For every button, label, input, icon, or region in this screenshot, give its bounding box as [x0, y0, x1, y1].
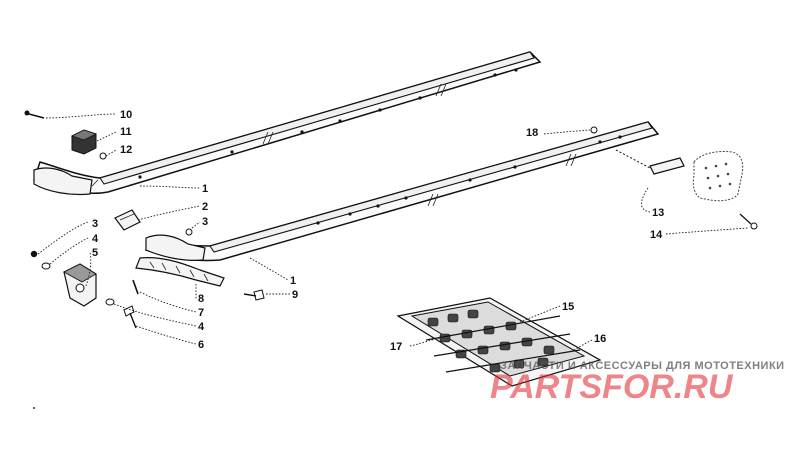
callout-11: 11: [120, 126, 132, 138]
rail-hatch-marks: [91, 83, 447, 187]
bolt-part-6: [123, 305, 137, 329]
watermark-tagline: ЗАПЧАСТИ И АКСЕССУАРЫ ДЛЯ МОТОТЕХНИКИ: [500, 360, 785, 372]
callout-4-left: 4: [92, 233, 99, 245]
nut-part-18: [590, 126, 598, 134]
callout-17: 17: [390, 341, 402, 353]
slide-panel-assembly: [396, 297, 602, 387]
rear-link-plate: [692, 151, 744, 202]
washer-part-4-lower: [105, 298, 115, 306]
screw-part-7: [132, 279, 139, 295]
callout-3-left: 3: [92, 218, 98, 230]
callout-8: 8: [198, 293, 204, 305]
callout-16: 16: [594, 333, 606, 345]
stray-dot: [33, 407, 35, 409]
rear-bracket-part-13: [615, 149, 685, 175]
watermark: ЗАПЧАСТИ И АКСЕССУАРЫ ДЛЯ МОТОТЕХНИКИ PA…: [490, 360, 785, 406]
rail-holes: [138, 68, 518, 179]
callout-2: 2: [202, 201, 208, 213]
nut-part-12: [99, 152, 107, 160]
screw-part-14: [739, 213, 758, 230]
slide-rail-lower: [145, 121, 660, 262]
nut-part-3-left: [30, 250, 38, 258]
callout-6: 6: [198, 339, 204, 351]
front-bracket-part-5: [63, 263, 97, 307]
callout-numbers: 10 11 12 1 2 3 3 4 5 8 7 4 6 1 9 18 13 1…: [92, 109, 664, 353]
callout-5: 5: [92, 247, 98, 259]
watermark-brand: PARTSFOR.RU: [490, 368, 734, 406]
callout-4-lower: 4: [198, 321, 205, 333]
callout-9: 9: [292, 289, 298, 301]
leader-lines: [37, 113, 749, 353]
bumper-block-part-11: [70, 129, 98, 155]
callout-10: 10: [120, 109, 132, 121]
nut-part-3-right: [185, 228, 193, 236]
bolt-part-10: [24, 110, 45, 119]
callout-1-upper: 1: [202, 183, 208, 195]
callout-13: 13: [652, 207, 664, 219]
callout-1-lower: 1: [290, 275, 296, 287]
wear-shoe-part-8: [135, 257, 225, 287]
callout-18: 18: [526, 127, 538, 139]
callout-12: 12: [120, 144, 132, 156]
bolt-part-9: [243, 289, 265, 301]
spacer-tube-part-2: [114, 209, 141, 231]
callout-3-right: 3: [202, 216, 208, 228]
rail-hatch-marks-lower: [427, 153, 577, 207]
callout-14: 14: [650, 229, 663, 241]
callout-7: 7: [198, 307, 204, 319]
rail-holes-lower: [316, 135, 622, 225]
washer-part-4-left: [41, 262, 51, 270]
callout-15: 15: [562, 301, 574, 313]
slide-rail-upper: [33, 51, 542, 196]
